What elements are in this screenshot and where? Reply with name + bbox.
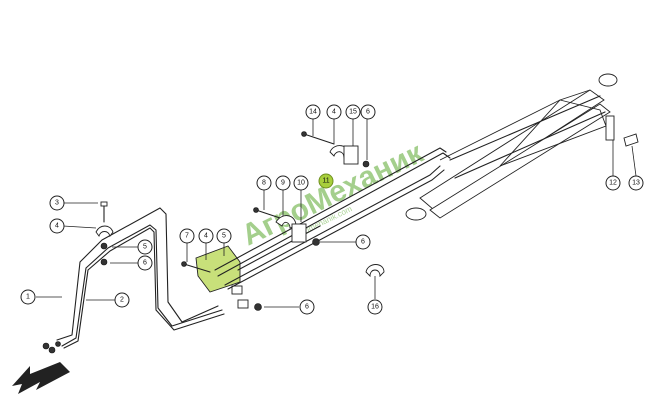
callout-10: 10 (293, 175, 309, 191)
svg-text:8: 8 (262, 180, 266, 187)
callout-4a: 4 (49, 218, 65, 234)
callout-6b: 6 (299, 299, 315, 315)
callout-6c: 6 (355, 234, 371, 250)
svg-text:1: 1 (26, 294, 30, 301)
svg-text:4: 4 (204, 233, 208, 240)
callout-5a: 5 (137, 239, 153, 255)
svg-text:11: 11 (322, 178, 329, 185)
arrow-southwest-icon (12, 362, 70, 394)
svg-text:6: 6 (361, 239, 365, 246)
upper-clamp-parts (301, 131, 370, 168)
callout-12: 12 (605, 175, 621, 191)
leader-lines (36, 118, 637, 308)
svg-text:5: 5 (143, 244, 147, 251)
center-clamp-block (181, 245, 262, 311)
callout-8: 8 (256, 175, 272, 191)
svg-text:14: 14 (309, 109, 317, 116)
svg-text:13: 13 (632, 180, 640, 187)
callout-6a: 6 (137, 255, 153, 271)
callout-16: 16 (367, 299, 383, 315)
svg-text:9: 9 (281, 180, 285, 187)
svg-text:7: 7 (185, 233, 189, 240)
svg-text:5: 5 (222, 233, 226, 240)
callout-4c: 4 (326, 104, 342, 120)
svg-text:12: 12 (609, 180, 617, 187)
hydraulic-cylinders (405, 73, 639, 221)
svg-text:4: 4 (55, 223, 59, 230)
callout-6d: 6 (360, 104, 376, 120)
callout-9: 9 (275, 175, 291, 191)
left-clamp-parts (95, 201, 114, 266)
middle-clamp-parts (253, 207, 320, 246)
svg-text:6: 6 (143, 260, 147, 267)
svg-text:6: 6 (366, 109, 370, 116)
svg-text:2: 2 (120, 297, 124, 304)
callout-4b: 4 (198, 228, 214, 244)
callout-14: 14 (305, 104, 321, 120)
callout-5b: 5 (216, 228, 232, 244)
callout-11: 11 (318, 173, 334, 189)
svg-text:4: 4 (332, 109, 336, 116)
callout-15: 15 (345, 104, 361, 120)
svg-text:15: 15 (349, 109, 357, 116)
clip-16 (365, 264, 385, 278)
callout-13: 13 (628, 175, 644, 191)
svg-text:3: 3 (55, 200, 59, 207)
svg-text:10: 10 (297, 180, 305, 187)
left-pipe-assembly (42, 203, 225, 354)
svg-text:6: 6 (305, 304, 309, 311)
svg-text:16: 16 (371, 304, 379, 311)
callout-2: 2 (114, 292, 130, 308)
callout-7: 7 (179, 228, 195, 244)
callout-1: 1 (20, 289, 36, 305)
callouts: 1 2 3 4 5 6 7 4 5 6 8 9 10 11 6 14 4 15 … (20, 104, 644, 315)
callout-3: 3 (49, 195, 65, 211)
